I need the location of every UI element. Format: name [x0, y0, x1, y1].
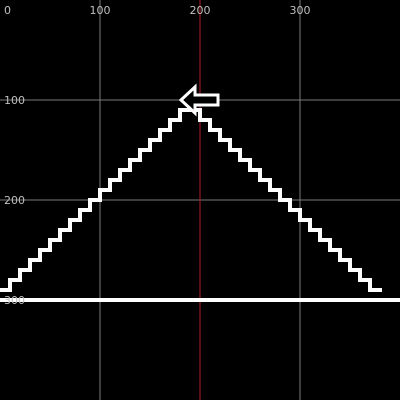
y-tick-label: 200 [4, 194, 25, 207]
y-tick-label: 300 [4, 294, 25, 307]
x-tick-label: 0 [4, 4, 11, 17]
tick-labels: 0 100 200 300 100 200 300 [4, 4, 311, 307]
turtle-arrow-icon [178, 83, 220, 117]
x-tick-label: 100 [90, 4, 111, 17]
y-tick-label: 100 [4, 94, 25, 107]
x-tick-label: 200 [190, 4, 211, 17]
x-tick-label: 300 [290, 4, 311, 17]
